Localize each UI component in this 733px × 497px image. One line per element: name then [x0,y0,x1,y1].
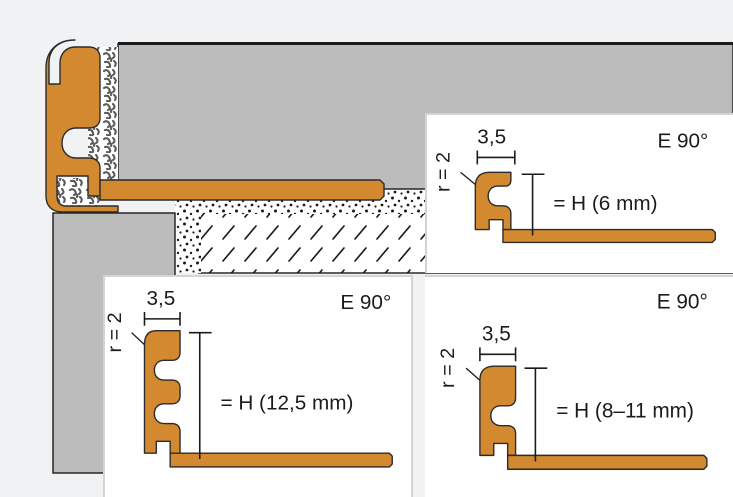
panel-radius-label: r = 2 [433,152,455,192]
panel-angle-label: E 90° [657,130,708,153]
trim-ledge [99,179,385,201]
width-dimension-line [479,347,517,362]
panel-width-label: 3,5 [482,322,511,345]
panel-angle-label: E 90° [340,291,391,314]
panel-height-label: = H (12,5 mm) [220,392,353,415]
profile-ledge-8mm [506,454,708,470]
panel-height-label: = H (8–11 mm) [556,400,694,423]
profile-shape-12mm [143,330,181,454]
height-dimension-line [188,331,212,460]
profile-ledge-12mm [169,452,393,468]
radius-leader-line [460,171,478,187]
panel-width-label: 3,5 [477,126,506,149]
profile-shape-6mm [474,171,512,231]
height-dimension-line [521,173,545,236]
profile-shape-8mm [479,365,517,457]
detail-panel-12mm: E 90° 3,5 r = 2 = H (12,5 mm) [103,275,413,497]
height-dimension-line [524,367,548,462]
width-dimension-line [476,150,516,165]
trim-profile-main [45,39,119,213]
panel-radius-label: r = 2 [105,312,126,352]
tile-top-edge [118,42,733,45]
panel-radius-label: r = 2 [437,348,459,388]
panel-width-label: 3,5 [146,287,175,310]
panel-angle-label: E 90° [657,291,708,314]
detail-panel-6mm: E 90° 3,5 r = 2 = H (6 mm) [425,113,733,273]
detail-panel-8mm: E 90° 3,5 r = 2 = H (8–11 mm) [425,275,733,497]
width-dimension-line [143,311,181,326]
profile-ledge-6mm [502,228,716,244]
panel-height-label: = H (6 mm) [553,192,657,215]
